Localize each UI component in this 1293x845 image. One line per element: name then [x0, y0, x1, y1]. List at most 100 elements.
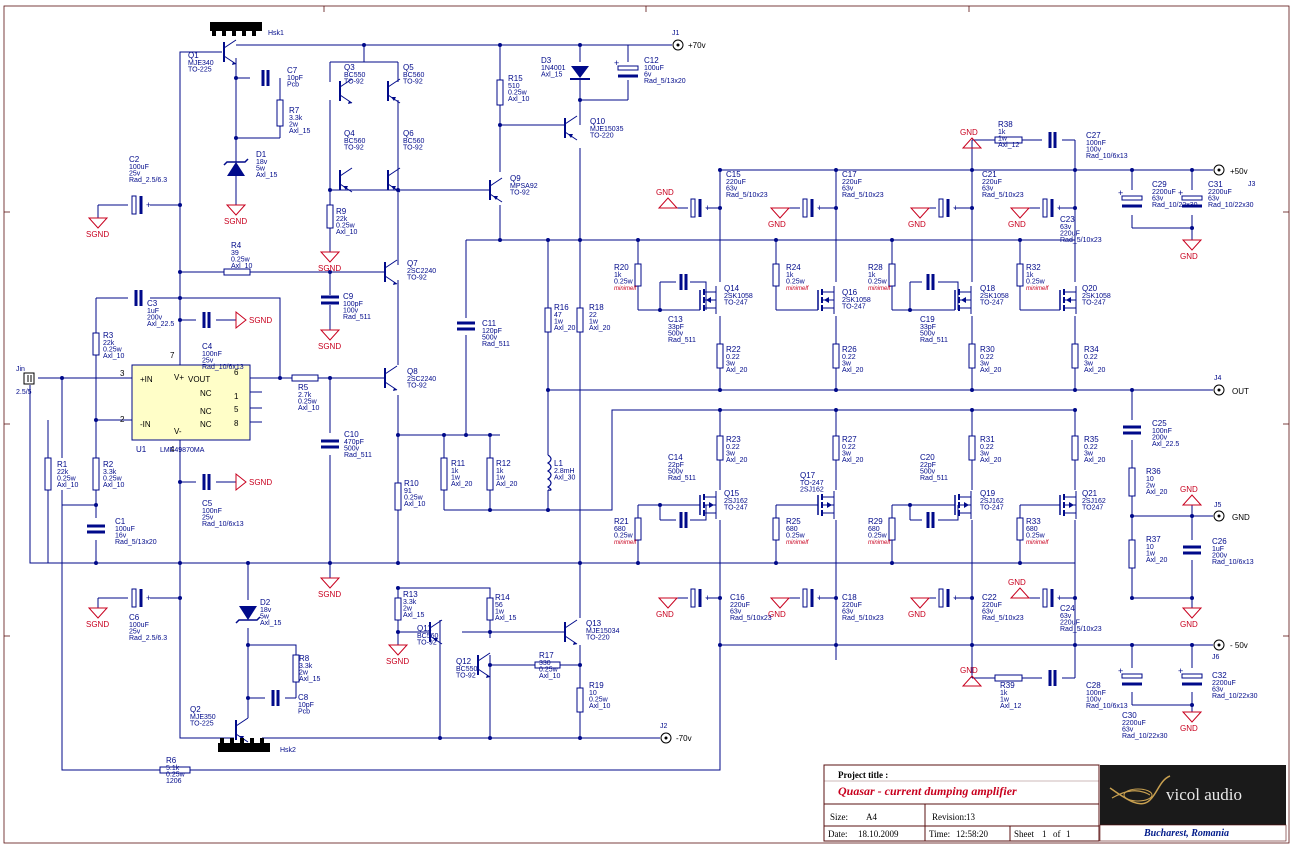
r16-l3: Axl_20 [554, 325, 576, 332]
r1-l1: 22k [57, 469, 69, 476]
r6-l1: 5.1k [166, 765, 180, 772]
c11-l1: 120pF [482, 328, 502, 335]
r11-l3: Axl_20 [451, 481, 473, 488]
u1-pin1-num: 1 [234, 392, 239, 401]
q6-l1: BC560 [403, 138, 425, 145]
svg-text:+: + [1057, 203, 1062, 213]
d2-l3: Axl_15 [260, 620, 282, 627]
r8-resistor-body [292, 654, 300, 683]
c32-l2: 63v [1212, 687, 1224, 694]
c32-ref: C32 [1212, 671, 1227, 680]
r8-ref: R8 [299, 654, 310, 663]
r28-resistor-body [888, 263, 896, 287]
r12-ref: R12 [496, 459, 511, 468]
c20-capacitor [926, 512, 935, 528]
r15-l2: 0.25w [508, 90, 528, 97]
r1-l2: 0.25w [57, 476, 77, 483]
q14-ref: Q14 [724, 284, 740, 293]
tb-size-label: Size: [830, 812, 848, 822]
c11-capacitor [457, 321, 475, 331]
gnd-r38: GND [960, 128, 983, 149]
q3-transistor [339, 78, 353, 104]
company-logo-mark [1109, 775, 1171, 805]
l1-l1: 2.8mH [554, 468, 575, 475]
r28-l3: minimelf [868, 286, 892, 292]
tb-date: 18.10.2009 [858, 829, 899, 839]
c6-l3: Rad_2.5/6.3 [129, 635, 167, 642]
c4-l3: Rad_10/6x13 [202, 364, 244, 371]
gnd-r38-label: GND [960, 128, 978, 137]
c19-capacitor [926, 274, 935, 290]
r27-l3: Axl_20 [842, 457, 864, 464]
r9-l2: 0.25w [336, 223, 356, 230]
q13-l1: MJE15034 [586, 628, 620, 635]
d3-l1: 1N4001 [541, 65, 566, 72]
c12-l1: 100uF [644, 65, 664, 72]
q17-l1: TO-247 [800, 480, 824, 487]
r39-resistor-body [994, 674, 1023, 682]
r26-ref: R26 [842, 345, 857, 354]
c19-l2: 500v [920, 331, 936, 338]
c20-l3: Rad_511 [920, 475, 948, 482]
c23-l1: 63v [1060, 224, 1072, 231]
r20-l3: minimelf [614, 286, 638, 292]
d3-ref: D3 [541, 56, 552, 65]
c1-capacitor [87, 524, 105, 534]
c26-l2: 200v [1212, 553, 1228, 560]
u1-pin-vout: VOUT [188, 375, 210, 384]
j6-label: - 50v [1230, 641, 1248, 650]
r22-l2: 3w [726, 361, 736, 368]
q9-ref: Q9 [510, 174, 521, 183]
svg-text:+: + [1178, 188, 1183, 198]
r13-l2: 2w [403, 606, 413, 613]
r22-resistor-body [716, 343, 724, 369]
c30-l2: 63v [1122, 727, 1134, 734]
c14-ref: C14 [668, 453, 683, 462]
r39-l2: 1w [1000, 697, 1010, 704]
r7-l2: 2w [289, 122, 299, 129]
r22-ref: R22 [726, 345, 741, 354]
r6-ref: R6 [166, 756, 177, 765]
q17-ref: Q17 [800, 471, 816, 480]
c22-l3: Rad_5/10x23 [982, 615, 1024, 622]
r30-l3: Axl_20 [980, 367, 1002, 374]
c24-l1: 63v [1060, 613, 1072, 620]
j3-name: J3 [1248, 181, 1256, 188]
r1-ref: R1 [57, 460, 68, 469]
r38-l3: Axl_12 [998, 142, 1020, 149]
u1-pin-nc-1: NC [200, 389, 212, 398]
c5-l3: Rad_10/6x13 [202, 521, 244, 528]
r32-l2: 0.25w [1026, 279, 1046, 286]
r5-ref: R5 [298, 383, 309, 392]
u1-pin5-num: 5 [234, 405, 239, 414]
q19-ref: Q19 [980, 489, 996, 498]
r12-l2: 1w [496, 475, 506, 482]
q19-mosfet [954, 491, 972, 519]
c23-electrolytic: + [1042, 198, 1062, 218]
c11-l2: 500v [482, 335, 498, 342]
sgnd-c6: SGND [86, 607, 109, 629]
c16-l2: 63v [730, 609, 742, 616]
c28-capacitor [1048, 670, 1057, 686]
q8-l2: TO-92 [407, 383, 427, 390]
r32-l1: 1k [1026, 272, 1034, 279]
svg-text:+: + [817, 593, 822, 603]
q14-l2: TO-247 [724, 300, 748, 307]
c21-ref: C21 [982, 170, 997, 179]
r21-l1: 680 [614, 526, 626, 533]
sheet-border [3, 5, 1290, 844]
c23-l2: 220uF [1060, 231, 1080, 238]
c24-electrolytic: + [1042, 588, 1062, 608]
